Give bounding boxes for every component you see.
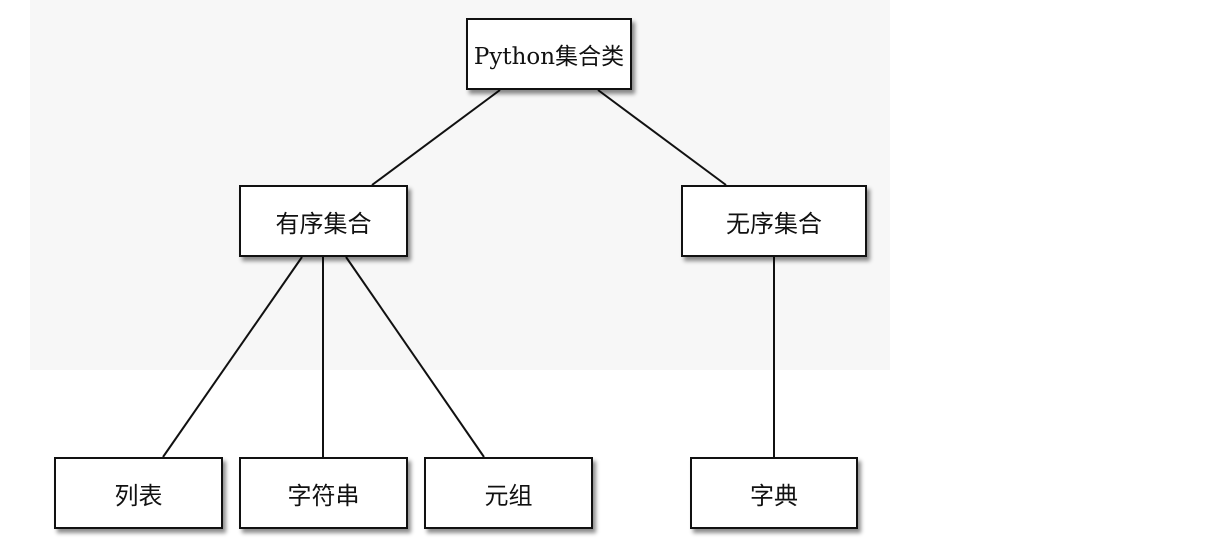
edge-root-unordered (597, 89, 727, 186)
node-unordered-collections: 无序集合 (681, 185, 867, 257)
node-dict: 字典 (690, 457, 858, 529)
node-ordered-collections: 有序集合 (239, 185, 408, 257)
edge-root-ordered (371, 89, 501, 186)
node-list: 列表 (54, 457, 223, 529)
node-python-collections: Python集合类 (466, 18, 632, 90)
edge-ordered-list (162, 256, 303, 458)
node-string: 字符串 (239, 457, 408, 529)
node-tuple: 元组 (424, 457, 593, 529)
edge-ordered-tuple (345, 256, 485, 458)
